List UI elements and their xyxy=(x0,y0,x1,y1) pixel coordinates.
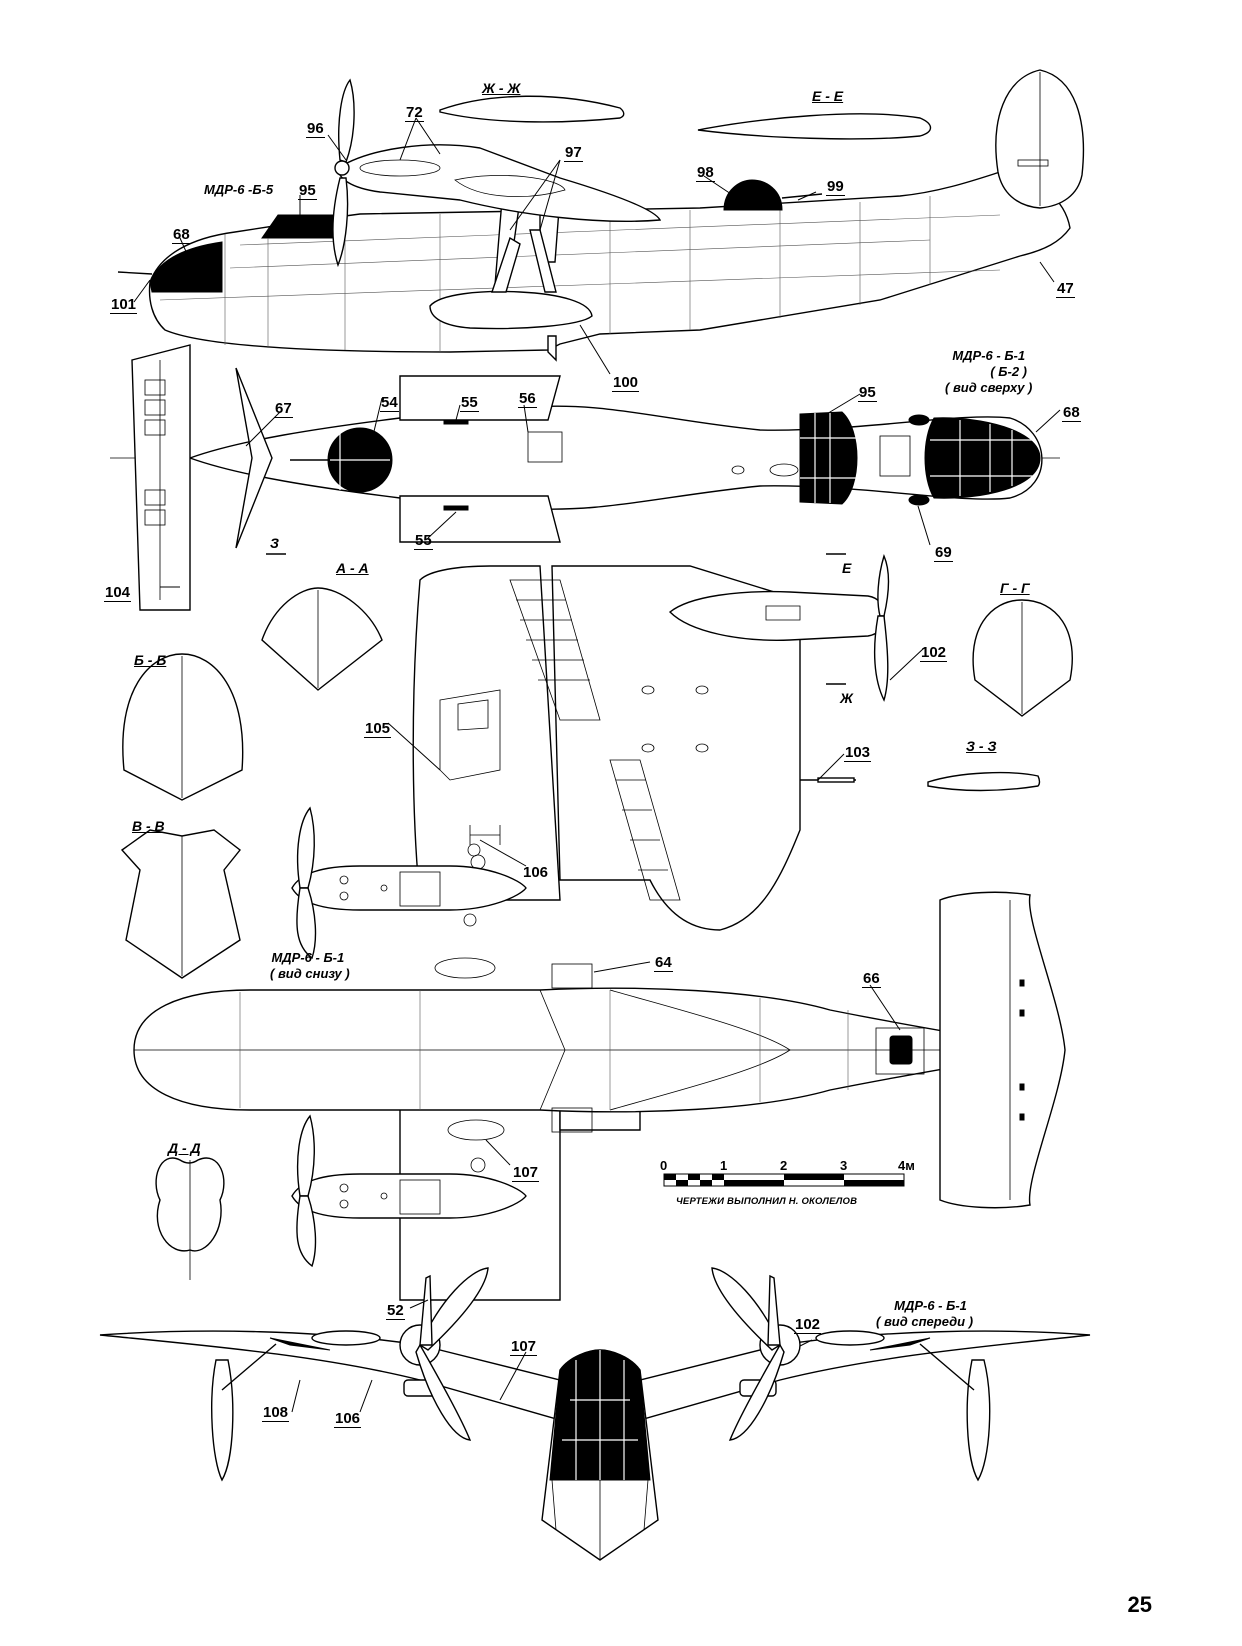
section-label-e: Е - Е xyxy=(812,88,844,104)
bottom-hatch xyxy=(889,1035,913,1065)
front-view xyxy=(99,1267,1091,1561)
cut-mark-e: Е xyxy=(842,560,852,576)
front-prop-left-upper xyxy=(419,1267,489,1351)
top-view-title: МДР-6 - Б-1 ( Б-2 ) ( вид сверху ) xyxy=(945,348,1032,396)
callout-103: 103 xyxy=(844,744,872,762)
side-nose-glazing xyxy=(149,241,223,293)
bottom-nacelle-lower xyxy=(291,1173,527,1219)
scale-tick-0: 0 xyxy=(660,1158,668,1173)
bottom-view xyxy=(133,553,1066,1301)
section-label-g: Г - Г xyxy=(1000,580,1030,596)
side-view xyxy=(117,69,1085,362)
callout-64: 64 xyxy=(654,954,673,972)
callout-101: 101 xyxy=(110,296,138,314)
section-label-d: Д - Д xyxy=(168,1140,201,1156)
top-view xyxy=(110,344,1060,611)
section-label-b: Б - Б xyxy=(134,652,167,668)
callout-55-top: 55 xyxy=(460,394,479,412)
front-prop-right-lower xyxy=(728,1343,785,1441)
callout-69: 69 xyxy=(934,544,953,562)
side-engine-nacelle xyxy=(337,144,662,222)
callout-106-bottom: 106 xyxy=(523,864,549,881)
top-horizontal-tail xyxy=(131,344,191,611)
callout-106-front: 106 xyxy=(334,1410,362,1428)
callout-99: 99 xyxy=(826,178,845,196)
scale-tick-1: 1 xyxy=(720,1158,728,1173)
cut-mark-z: З xyxy=(270,535,279,551)
top-nose-glazing xyxy=(924,417,1041,499)
front-view-title: МДР-6 - Б-1 ( вид спереди ) xyxy=(876,1298,979,1330)
callout-72: 72 xyxy=(405,104,424,122)
callout-54: 54 xyxy=(380,394,399,412)
bottom-wing-right xyxy=(551,565,801,931)
section-label-v: В - В xyxy=(132,818,165,834)
side-cockpit xyxy=(261,214,337,239)
front-view-title-line2: ( вид спереди ) xyxy=(876,1314,974,1329)
bottom-nacelle-upper xyxy=(291,865,527,911)
front-float-right xyxy=(966,1359,991,1482)
section-label-zh: Ж - Ж xyxy=(482,80,521,96)
callout-67: 67 xyxy=(274,400,293,418)
bottom-view-title-line1: МДР-6 - Б-1 xyxy=(271,950,345,965)
callout-55-bottom: 55 xyxy=(414,532,433,550)
bottom-wing-left xyxy=(412,565,561,901)
side-propeller-upper xyxy=(338,78,355,163)
callout-96: 96 xyxy=(306,120,325,138)
scale-bar xyxy=(663,1173,905,1187)
callout-100: 100 xyxy=(612,374,640,392)
section-v-profile xyxy=(120,829,241,979)
cut-mark-zh: Ж xyxy=(840,690,853,706)
section-label-z: З - З xyxy=(966,738,997,754)
section-zh-profile xyxy=(439,95,625,123)
callout-47: 47 xyxy=(1056,280,1075,298)
section-b-profile xyxy=(122,653,244,801)
callout-95-side: 95 xyxy=(298,182,317,200)
callout-104: 104 xyxy=(104,584,132,602)
callout-102-front: 102 xyxy=(794,1316,822,1334)
callout-107-bottom: 107 xyxy=(512,1164,540,1182)
callout-66: 66 xyxy=(862,970,881,988)
section-z-profile xyxy=(927,771,1041,792)
top-cockpit-glazing xyxy=(799,411,858,505)
front-view-title-line1: МДР-6 - Б-1 xyxy=(894,1298,967,1313)
callout-56: 56 xyxy=(518,390,537,408)
callout-97: 97 xyxy=(564,144,583,162)
front-prop-right-upper xyxy=(711,1267,781,1351)
callout-102-wing: 102 xyxy=(920,644,948,662)
callout-95-top: 95 xyxy=(858,384,877,402)
top-view-title-line1: МДР-6 - Б-1 xyxy=(952,348,1026,363)
callout-98: 98 xyxy=(696,164,715,182)
front-float-left xyxy=(211,1359,234,1482)
scale-tick-4: 4м xyxy=(898,1158,915,1173)
scale-tick-3: 3 xyxy=(840,1158,848,1173)
drawing-credit: ЧЕРТЕЖИ ВЫПОЛНИЛ Н. ОКОЛЕЛОВ xyxy=(676,1196,858,1207)
top-view-title-line3: ( вид сверху ) xyxy=(945,380,1033,395)
bottom-view-title: МДР-6 - Б-1 ( вид снизу ) xyxy=(268,950,350,982)
side-dorsal-turret xyxy=(723,179,783,211)
front-prop-left-lower xyxy=(415,1343,472,1441)
side-float xyxy=(429,290,593,330)
bottom-view-title-line2: ( вид снизу ) xyxy=(270,966,350,981)
callout-68-side: 68 xyxy=(172,226,191,244)
side-propeller-lower xyxy=(332,177,349,268)
page-number: 25 xyxy=(1127,1592,1152,1617)
callout-52: 52 xyxy=(386,1302,405,1320)
cut-lines xyxy=(266,553,846,685)
callout-105: 105 xyxy=(364,720,392,738)
section-label-a: А - А xyxy=(336,560,369,576)
scale-tick-2: 2 xyxy=(780,1158,788,1173)
callout-107-front: 107 xyxy=(510,1338,538,1356)
callout-68-top: 68 xyxy=(1062,404,1081,422)
section-a-profile xyxy=(261,587,383,691)
section-e-profile xyxy=(697,113,932,140)
callout-108: 108 xyxy=(262,1404,290,1422)
bottom-horizontal-tail xyxy=(939,891,1066,1209)
side-view-title: МДР-6 -Б-5 xyxy=(204,182,274,197)
top-view-title-line2: ( Б-2 ) xyxy=(990,364,1028,379)
section-g-profile xyxy=(972,599,1073,717)
